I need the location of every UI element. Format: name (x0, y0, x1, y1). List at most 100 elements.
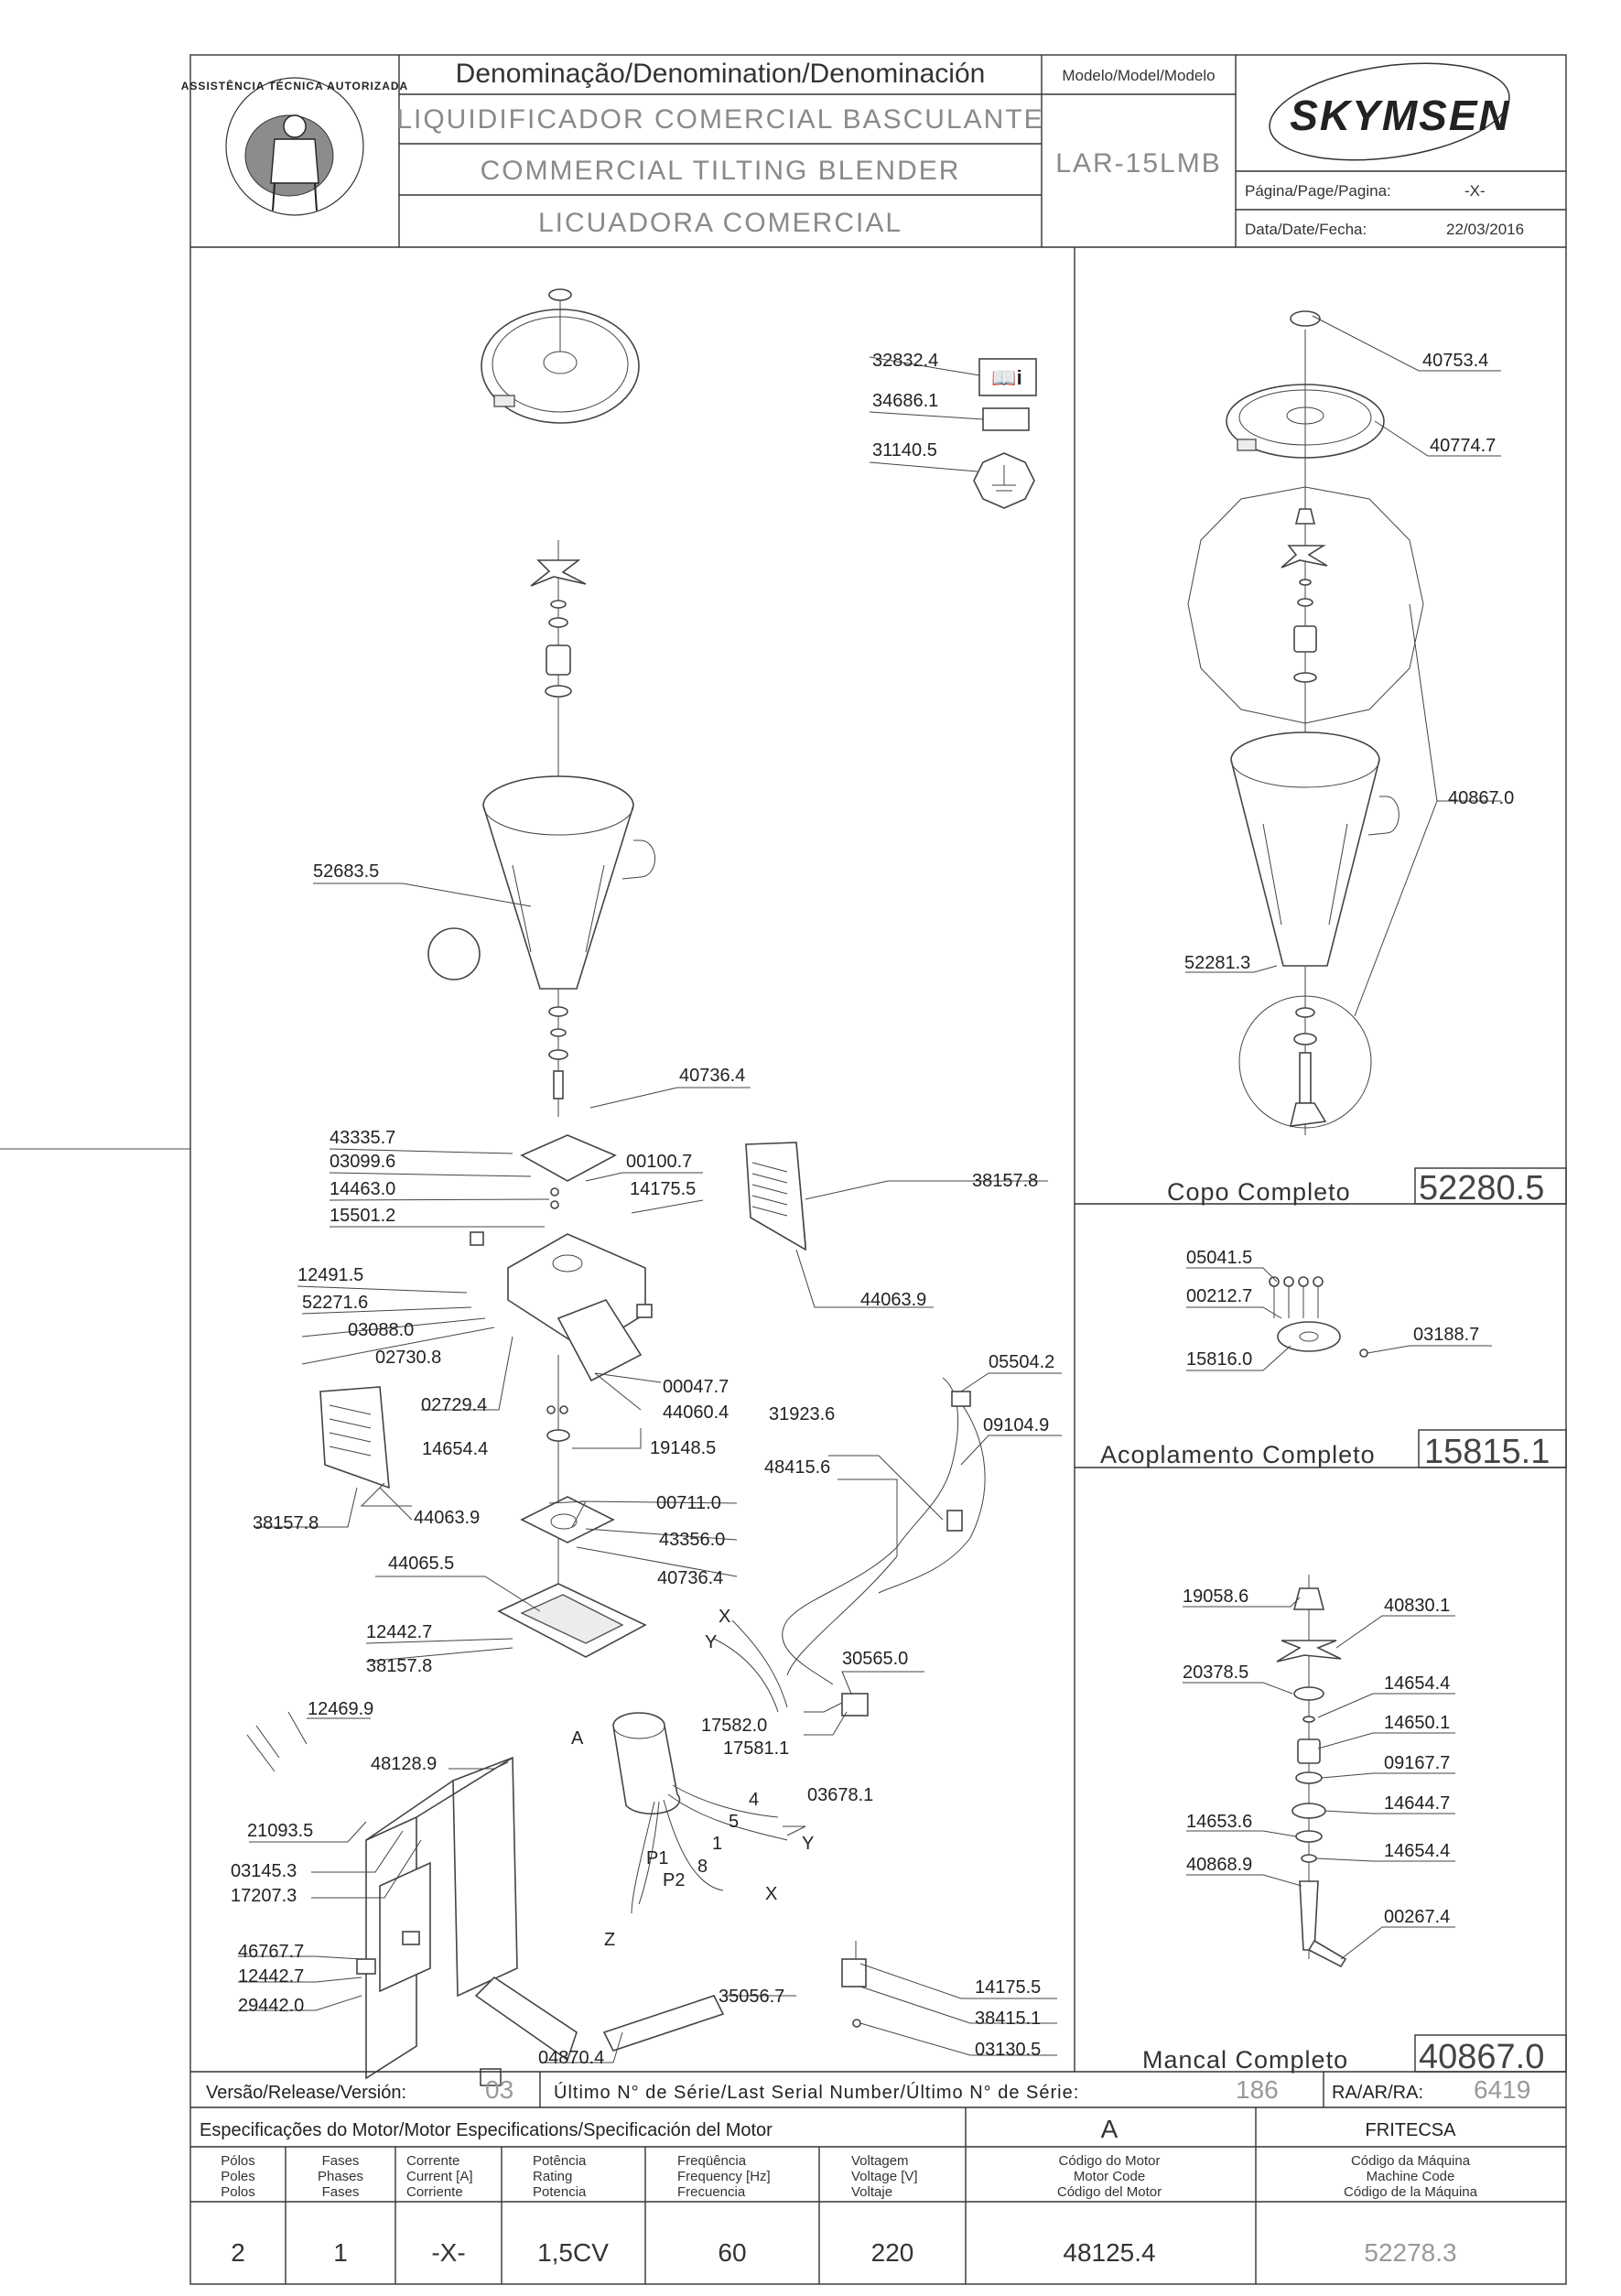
part-number: 00711.0 (656, 1493, 721, 1513)
part-number: 44063.9 (414, 1508, 480, 1528)
part-number: 34686.1 (872, 391, 938, 411)
svg-text:Fases: Fases (322, 2184, 360, 2200)
part-number: 35056.7 (719, 1987, 784, 2007)
motor (612, 1712, 788, 1914)
mancal-labels: 19058.6 40830.1 20378.5 14654.4 14650.1 … (1142, 1587, 1544, 2076)
wire-label: X (719, 1607, 730, 1627)
svg-text:Código do Motor: Código do Motor (1059, 2153, 1161, 2169)
product-name-es: LICUADORA COMERCIAL (538, 208, 902, 238)
part-number: 38157.8 (972, 1171, 1038, 1191)
part-number: 12491.5 (297, 1265, 363, 1285)
wire-label: P2 (663, 1870, 685, 1890)
main-base-assembly (470, 1134, 653, 1658)
part-number: 31923.6 (769, 1404, 835, 1424)
acoplamento-code: 15815.1 (1424, 1433, 1550, 1471)
acoplamento-drawing (1186, 1267, 1492, 1371)
svg-text:Poles: Poles (221, 2169, 255, 2184)
svg-text:Frequency [Hz]: Frequency [Hz] (677, 2169, 771, 2184)
motor-letter: A (1101, 2115, 1118, 2143)
stand-frame (356, 1756, 725, 2086)
motor-rating-value: 1,5CV (537, 2238, 609, 2267)
part-number: 40753.4 (1422, 351, 1488, 371)
wire-label: 1 (712, 1834, 722, 1854)
part-number: 40830.1 (1384, 1596, 1450, 1616)
date-value: 22/03/2016 (1446, 221, 1524, 238)
svg-text:Potência: Potência (533, 2153, 587, 2169)
product-name-pt: LIQUIDIFICADOR COMERCIAL BASCULANTE (396, 104, 1043, 135)
mancal-drawing (1183, 1575, 1455, 1968)
svg-text:Polos: Polos (221, 2184, 255, 2200)
part-number: 52271.6 (302, 1293, 368, 1313)
part-number: 17582.0 (701, 1716, 767, 1736)
wire-label: P1 (646, 1848, 668, 1868)
part-number: 14463.0 (330, 1179, 395, 1199)
part-number: 30565.0 (842, 1649, 908, 1669)
release-row: Versão/Release/Versión: 03 Último N° de … (190, 2071, 1566, 2108)
date-label: Data/Date/Fecha: (1245, 221, 1367, 238)
accessory-icons: 📖i (973, 358, 1037, 509)
part-number: 09167.7 (1384, 1753, 1450, 1773)
svg-text:Voltagem: Voltagem (851, 2153, 909, 2169)
part-number: 46767.7 (238, 1942, 304, 1962)
machine-code-value: 52278.3 (1364, 2238, 1456, 2267)
part-number: 21093.5 (247, 1821, 313, 1841)
part-number: 40736.4 (657, 1568, 723, 1588)
part-number: 03099.6 (330, 1152, 395, 1172)
part-number: 03130.5 (975, 2040, 1041, 2060)
svg-text:Voltaje: Voltaje (851, 2184, 892, 2200)
part-number: 40867.0 (1448, 788, 1514, 808)
wire-label: 5 (729, 1812, 739, 1832)
svg-text:Freqüência: Freqüência (677, 2153, 747, 2169)
part-number: 14644.7 (1384, 1793, 1450, 1814)
part-number: 32832.4 (872, 351, 938, 371)
part-number: 02730.8 (375, 1348, 441, 1368)
svg-text:Machine Code: Machine Code (1367, 2169, 1455, 2184)
svg-text:Fases: Fases (322, 2153, 360, 2169)
svg-text:Motor Code: Motor Code (1074, 2169, 1145, 2184)
wire-label: Y (802, 1834, 814, 1854)
skymsen-logo: SKYMSEN (1269, 62, 1510, 161)
motor-voltage-value: 220 (871, 2238, 914, 2267)
svg-text:Potencia: Potencia (533, 2184, 587, 2200)
part-number: 14175.5 (975, 1977, 1041, 1998)
part-number: 29442.0 (238, 1996, 304, 2016)
seal-text: ASSISTÊNCIA TÉCNICA AUTORIZADA (181, 79, 408, 92)
version-label: Versão/Release/Versión: (206, 2083, 406, 2103)
acoplamento-title: Acoplamento Completo (1100, 1441, 1376, 1468)
wire-label: 8 (697, 1857, 708, 1877)
main-lid (481, 288, 640, 424)
denomination-title: Denominação/Denomination/Denominación (456, 59, 986, 89)
part-number: 14653.6 (1186, 1812, 1252, 1832)
part-number: 48415.6 (764, 1457, 830, 1478)
part-number: 05504.2 (989, 1352, 1054, 1372)
svg-text:Phases: Phases (318, 2169, 363, 2184)
acoplamento-labels: 05041.5 00212.7 03188.7 15816.0 Acoplame… (1100, 1248, 1550, 1471)
motor-header-motor-code: Código do Motor Motor Code Código del Mo… (1057, 2153, 1162, 2200)
motor-header-poles: Pólos Poles Polos (221, 2153, 255, 2200)
side-grille-left (319, 1386, 390, 1489)
part-number: 00267.4 (1384, 1907, 1450, 1927)
svg-text:📖i: 📖i (991, 366, 1022, 389)
copo-title: Copo Completo (1167, 1178, 1351, 1206)
part-number: 40868.9 (1186, 1855, 1252, 1875)
part-number: 19058.6 (1183, 1587, 1248, 1607)
product-name-en: COMMERCIAL TILTING BLENDER (481, 156, 961, 186)
motor-maker: FRITECSA (1366, 2120, 1457, 2140)
part-number: 43335.7 (330, 1128, 395, 1148)
part-number: 17581.1 (723, 1738, 789, 1759)
motor-code-value: 48125.4 (1063, 2238, 1155, 2267)
serial-label: Último N° de Série/Last Serial Number/Úl… (554, 2082, 1079, 2103)
motor-header-machine-code: Código da Máquina Machine Code Código de… (1344, 2153, 1478, 2200)
motor-spec-table: Especificações do Motor/Motor Especifica… (190, 2107, 1566, 2284)
part-number: 43356.0 (659, 1530, 725, 1550)
part-number: 03088.0 (348, 1320, 414, 1340)
wire-label: Z (604, 1930, 615, 1950)
part-number: 19148.5 (650, 1438, 716, 1458)
part-number: 12442.7 (238, 1966, 304, 1987)
motor-header-frequency: Freqüência Frequency [Hz] Frecuencia (677, 2153, 771, 2200)
part-number: 02729.4 (421, 1395, 487, 1415)
part-number: 40736.4 (679, 1066, 745, 1086)
part-number: 52683.5 (313, 861, 379, 882)
motor-current-value: -X- (431, 2238, 465, 2267)
